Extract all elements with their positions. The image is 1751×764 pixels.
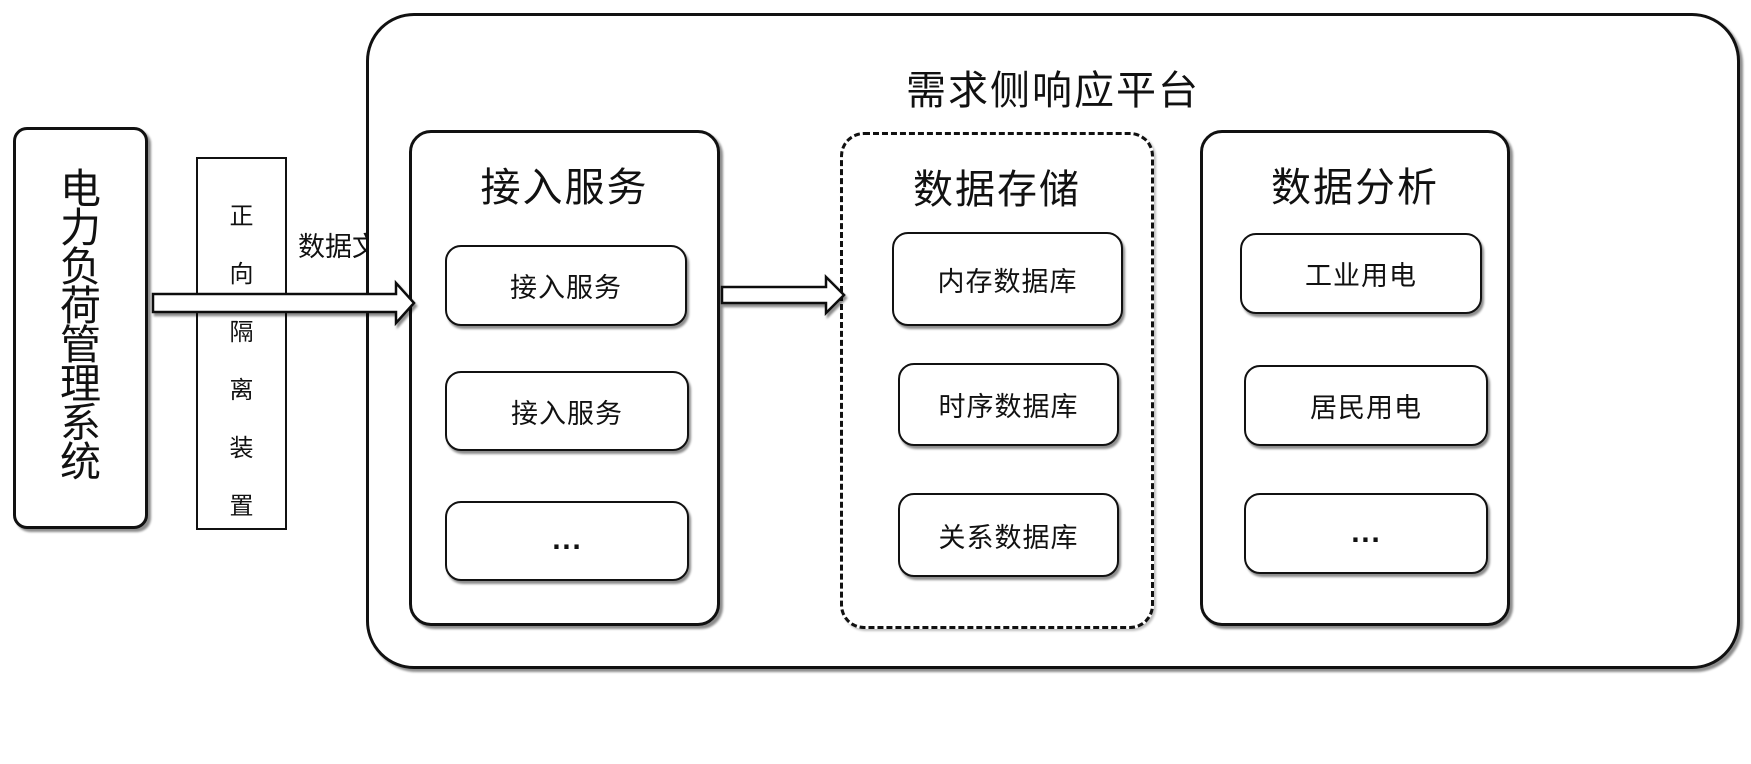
data-flow-arrow-to-storage bbox=[722, 277, 844, 313]
data-flow-arrow-to-access bbox=[153, 283, 414, 323]
